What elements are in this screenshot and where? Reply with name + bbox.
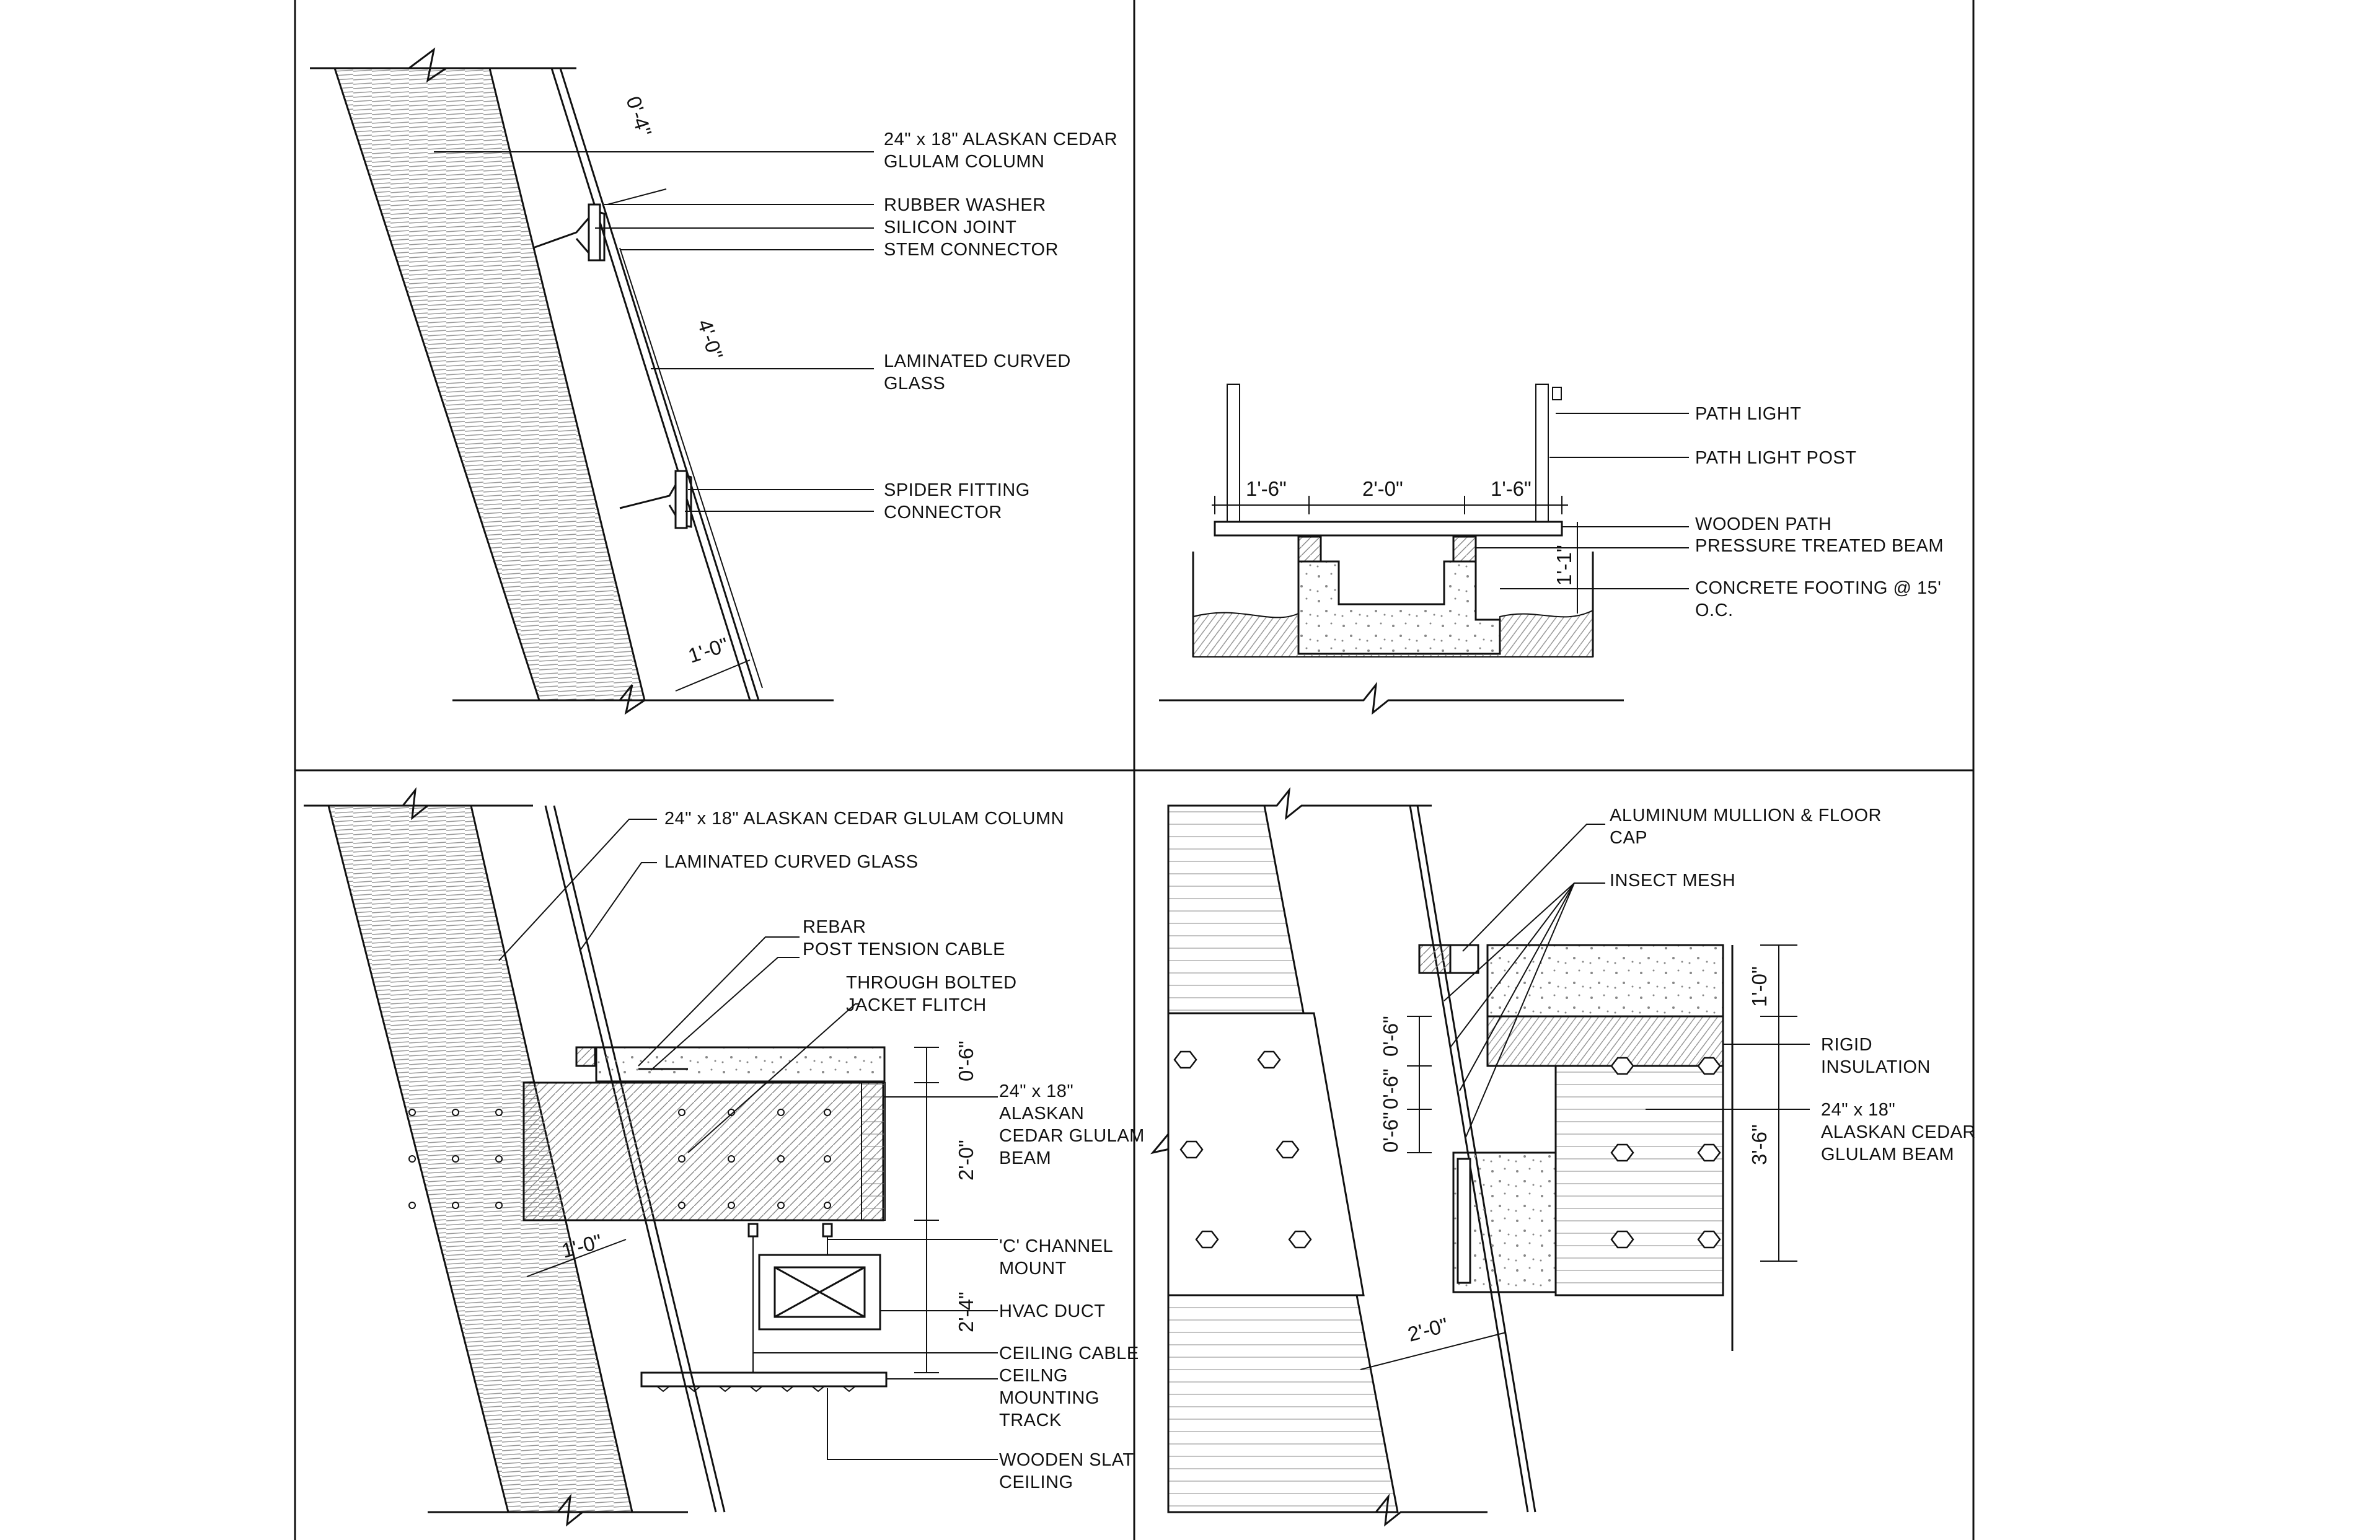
dimension-lines-top-left [607, 188, 763, 692]
label-laminated-glass-2: GLASS [884, 374, 945, 394]
floor-cap-assembly [1418, 944, 1734, 1351]
dim-beam-depth-3: 3'-6" [1748, 1124, 1771, 1165]
concrete-footing [1297, 560, 1501, 655]
column-break-lines [304, 787, 688, 1527]
label-glulam-beam-2: ALASKAN CEDAR [1821, 1122, 1976, 1142]
label-glulam-column-3: 24" x 18" ALASKAN CEDAR GLULAM COLUMN [664, 809, 1064, 829]
stem-connector-drawing [532, 203, 692, 529]
panel-frame [294, 0, 1975, 1540]
dim-beam-spacing: 2'-0" [1362, 477, 1403, 500]
pressure-treated-beams [1297, 535, 1477, 563]
label-beam-1: 24" x 18" [999, 1081, 1073, 1101]
label-ceiling-cable: CEILING CABLE [999, 1344, 1139, 1363]
label-spider-fitting-1: SPIDER FITTING [884, 480, 1030, 500]
dim-left-overhang: 1'-6" [1246, 477, 1287, 500]
label-aluminum-mullion-1: ALUMINUM MULLION & FLOOR [1610, 806, 1882, 825]
panel-top-left-column-glass-detail: 0'-4" 4'-0" 1'-0" 24" x 18" ALASKAN CEDA… [310, 47, 1117, 715]
dim-beam-depth: 1'-1" [1553, 545, 1576, 586]
dim-mullion-3: 0'-6" [1379, 1112, 1402, 1153]
label-hvac-duct: HVAC DUCT [999, 1301, 1106, 1321]
dim-beam-depth-2: 2'-0" [954, 1140, 977, 1181]
dim-mullion-1: 0'-6" [1379, 1016, 1402, 1057]
label-through-bolted-1: THROUGH BOLTED [846, 973, 1017, 993]
label-rigid-insulation-1: RIGID [1821, 1035, 1872, 1055]
label-pressure-treated-beam: PRESSURE TREATED BEAM [1695, 536, 1944, 556]
label-beam-3: CEDAR GLULAM [999, 1126, 1145, 1146]
label-ceiling-track-1: CEILNG [999, 1366, 1068, 1386]
dim-plenum-depth: 2'-4" [954, 1291, 977, 1332]
label-beam-2: ALASKAN [999, 1104, 1084, 1124]
label-wooden-slat-2: CEILING [999, 1472, 1073, 1492]
label-c-channel-2: MOUNT [999, 1259, 1067, 1278]
dim-beam-to-glass: 2'-0" [1405, 1313, 1450, 1346]
label-concrete-footing-1: CONCRETE FOOTING @ 15' [1695, 578, 1941, 598]
label-laminated-glass-3: LAMINATED CURVED GLASS [664, 852, 919, 872]
wooden-path-deck [1214, 521, 1563, 537]
label-stem-connector: STEM CONNECTOR [884, 240, 1059, 260]
dim-floor-cap-depth: 1'-0" [1748, 966, 1771, 1007]
dim-column-to-glass: 1'-0" [685, 633, 731, 667]
label-rubber-washer: RUBBER WASHER [884, 195, 1046, 215]
soil-ground [1192, 609, 1593, 658]
dimension-lines-bottom-right [1360, 944, 1797, 1370]
dim-slab-depth: 0'-6" [954, 1041, 977, 1081]
ground-break-lines [1159, 552, 1624, 715]
leader-lines-top-right [1476, 413, 1689, 589]
label-glulam-beam-1: 24" x 18" [1821, 1100, 1895, 1120]
label-concrete-footing-2: O.C. [1695, 601, 1734, 620]
label-through-bolted-2: JACKET FLITCH [846, 995, 987, 1015]
panel-bottom-left-floor-ceiling-detail: 0'-6" 2'-0" 2'-4" 1'-0" 24" x 18" ALASKA… [304, 787, 1145, 1527]
column-bolts [408, 1109, 503, 1209]
dimension-lines-bottom-left [526, 1047, 939, 1373]
label-aluminum-mullion-2: CAP [1610, 828, 1647, 848]
label-glulam-beam-3: GLULAM BEAM [1821, 1145, 1954, 1164]
glulam-column-drawing [310, 47, 834, 715]
label-path-light-post: PATH LIGHT POST [1695, 448, 1857, 468]
label-laminated-glass-1: LAMINATED CURVED [884, 351, 1071, 371]
column-break-lines-2 [1168, 787, 1488, 1527]
leader-lines-bottom-left [498, 819, 998, 1460]
path-light-posts [1227, 384, 1562, 522]
wooden-slat-ceiling-drawing [640, 1371, 888, 1393]
glulam-beam-end [1167, 1012, 1365, 1296]
label-c-channel-1: 'C' CHANNEL [999, 1236, 1113, 1256]
label-ceiling-track-3: TRACK [999, 1410, 1062, 1430]
leader-lines-bottom-right [1443, 824, 1810, 1138]
dim-glass-offset: 0'-4" [622, 94, 656, 139]
label-wooden-path: WOODEN PATH [1695, 514, 1831, 534]
dimension-lines-top-right [1212, 496, 1578, 614]
label-beam-4: BEAM [999, 1148, 1051, 1168]
hvac-duct-drawing [747, 1223, 881, 1373]
label-rebar: REBAR [803, 917, 866, 937]
label-glulam-column-2: GLULAM COLUMN [884, 152, 1045, 172]
laminated-glass-drawing [550, 68, 760, 701]
label-rigid-insulation-2: INSULATION [1821, 1057, 1931, 1077]
dim-right-overhang: 1'-6" [1491, 477, 1532, 500]
dim-mullion-2: 0'-6" [1379, 1068, 1402, 1109]
label-glulam-column-1: 24" x 18" ALASKAN CEDAR [884, 130, 1117, 149]
floor-slab-and-beam [522, 1046, 886, 1221]
label-spider-fitting-2: CONNECTOR [884, 503, 1002, 522]
leader-lines-top-left [434, 151, 874, 512]
panel-top-right-path-detail: 1'-6" 2'-0" 1'-6" 1'-1" PATH LIGHT PATH … [1159, 384, 1944, 715]
label-post-tension-cable: POST TENSION CABLE [803, 939, 1005, 959]
label-path-light: PATH LIGHT [1695, 404, 1802, 424]
panel-bottom-right-mullion-detail: 1'-0" 0'-6" 0'-6" 0'-6" 3'-6" 2'-0" ALUM… [1150, 787, 1976, 1527]
dim-connector-spacing: 4'-0" [693, 317, 727, 363]
label-ceiling-track-2: MOUNTING [999, 1388, 1100, 1408]
label-insect-mesh: INSECT MESH [1610, 871, 1735, 891]
label-silicon-joint: SILICON JOINT [884, 218, 1016, 237]
label-wooden-slat-1: WOODEN SLAT [999, 1450, 1134, 1470]
